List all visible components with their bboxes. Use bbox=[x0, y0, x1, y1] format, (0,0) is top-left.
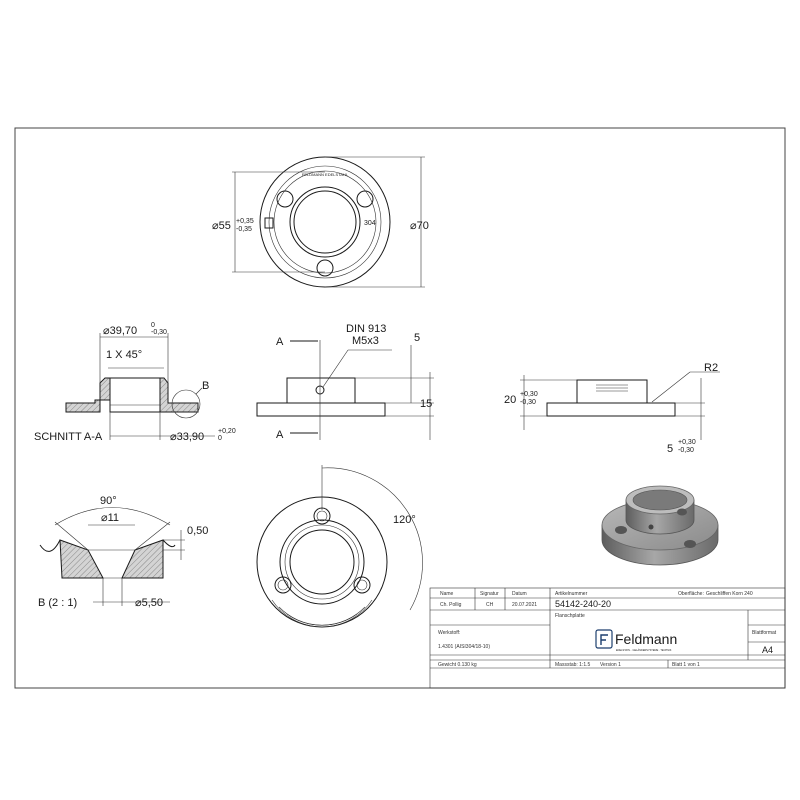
company-name: Feldmann bbox=[615, 631, 677, 647]
detail-dim-top: ⌀11 bbox=[101, 512, 119, 524]
flange-3d-render bbox=[601, 485, 719, 566]
detail-view: 90° ⌀11 0,50 ⌀5,50 B (2 : 1) bbox=[38, 495, 208, 609]
drawing-frame bbox=[14, 127, 786, 689]
screw-size: M5x3 bbox=[352, 335, 379, 347]
company-tagline: EDELSTAHL · GELÄNDERSYSTEME · TECHNIK bbox=[616, 649, 672, 652]
front-view: A A DIN 913 M5x3 5 15 bbox=[256, 323, 434, 441]
title-block: Name Signatur Datum Ch. Pollig CH 20.07.… bbox=[429, 587, 786, 689]
brand-mark: FELDMANN EDELSTAHL bbox=[302, 172, 349, 177]
tb-material-label: Werkstoff: bbox=[438, 630, 460, 636]
dim-section-top: ⌀39,70 bbox=[103, 325, 137, 337]
material-mark: 304 bbox=[364, 220, 376, 227]
tb-header-date: Datum bbox=[512, 591, 527, 597]
section-marker-top: A bbox=[276, 336, 284, 348]
tb-version: Version 1 bbox=[600, 662, 621, 668]
dim-section-bottom: ⌀33,90 bbox=[170, 431, 204, 443]
tol-right-plate-upper: +0,30 bbox=[678, 439, 696, 446]
feldmann-logo: Feldmann EDELSTAHL · GELÄNDERSYSTEME · T… bbox=[595, 629, 677, 652]
tb-surface-label: Oberfläche: bbox=[678, 591, 704, 597]
tb-header-signature: Signatur bbox=[480, 591, 499, 597]
dim-inner-diameter: ⌀55 bbox=[212, 220, 231, 232]
dim-front-height: 15 bbox=[420, 398, 432, 410]
tb-header-name: Name bbox=[440, 591, 454, 597]
chamfer-label: 1 X 45° bbox=[106, 349, 142, 361]
tb-material-value: 1.4301 (AISI304/18-10) bbox=[438, 644, 490, 650]
tb-scale: Massstab: 1:1.5 bbox=[555, 662, 591, 668]
tol-right-height-upper: +0,30 bbox=[520, 391, 538, 398]
dim-outer-diameter: ⌀70 bbox=[410, 220, 429, 232]
bottom-angle: 120° bbox=[393, 514, 416, 526]
dim-right-plate: 5 bbox=[667, 443, 673, 455]
tol-section-top-lower: -0,30 bbox=[151, 329, 167, 336]
tb-product-label: Flanschplatte bbox=[555, 613, 585, 619]
tol-inner-lower: -0,35 bbox=[236, 226, 252, 233]
section-label: SCHNITT A-A bbox=[34, 431, 103, 443]
tb-sheet: Blatt 1 von 1 bbox=[672, 662, 700, 668]
dim-right-height: 20 bbox=[504, 394, 516, 406]
tol-section-bottom-lower: 0 bbox=[218, 435, 222, 442]
detail-dim-depth: 0,50 bbox=[187, 525, 208, 537]
screw-norm: DIN 913 bbox=[346, 323, 386, 335]
tb-surface-value: Geschliffen Korn 240 bbox=[706, 591, 753, 597]
bottom-view: 120° bbox=[256, 465, 423, 628]
detail-ref-label: B bbox=[202, 380, 209, 392]
tb-name: Ch. Pollig bbox=[440, 602, 462, 608]
tb-signature: CH bbox=[486, 602, 494, 608]
tb-format-label: Blattformat bbox=[752, 630, 777, 636]
dim-front-small: 5 bbox=[414, 332, 420, 344]
section-marker-bottom: A bbox=[276, 429, 284, 441]
detail-dim-bottom: ⌀5,50 bbox=[135, 597, 163, 609]
detail-angle: 90° bbox=[100, 495, 117, 507]
tb-weight: Gewicht 0.130 kg bbox=[438, 662, 477, 668]
radius-label: R2 bbox=[704, 362, 718, 374]
tol-inner-upper: +0,35 bbox=[236, 218, 254, 225]
tb-article-number: 54142-240-20 bbox=[555, 599, 611, 609]
tb-date: 20.07.2021 bbox=[512, 602, 537, 608]
section-view: ⌀39,70 0 -0,30 1 X 45° B SCHNITT A-A ⌀33… bbox=[34, 322, 236, 443]
tol-section-bottom-upper: +0,20 bbox=[218, 428, 236, 435]
top-view: 304 FELDMANN EDELSTAHL ⌀55 +0,35 -0,35 ⌀… bbox=[212, 156, 429, 288]
tb-format-value: A4 bbox=[762, 645, 773, 655]
tb-article-label: Artikelnummer bbox=[555, 591, 588, 597]
tol-right-plate-lower: -0,30 bbox=[678, 447, 694, 454]
tol-section-top-upper: 0 bbox=[151, 322, 155, 329]
detail-label: B (2 : 1) bbox=[38, 597, 77, 609]
right-view: R2 20 +0,30 -0,30 5 +0,30 -0,30 bbox=[504, 362, 720, 455]
tol-right-height-lower: -0,30 bbox=[520, 399, 536, 406]
